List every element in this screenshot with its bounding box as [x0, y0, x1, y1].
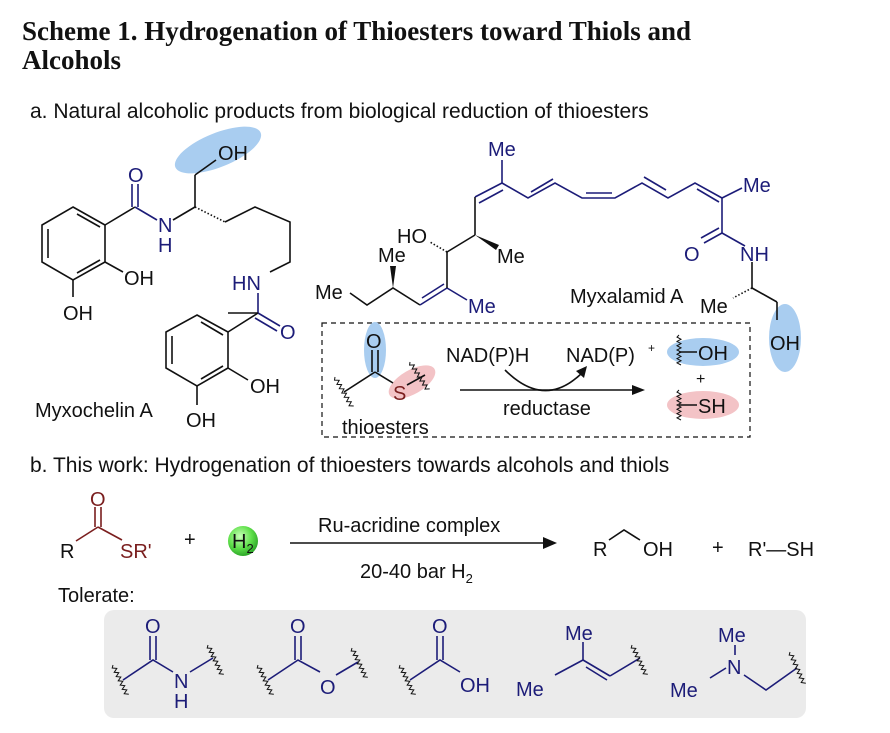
atom-o: O	[128, 165, 144, 187]
atom-n: N	[158, 215, 172, 237]
atom-oh: OH	[250, 376, 280, 398]
tertiary-amine-group: Me N Me	[670, 625, 798, 702]
cofactor-charge: +	[648, 341, 655, 355]
product-r: R	[593, 539, 607, 561]
reactant-sr: SR'	[120, 541, 152, 563]
atom-n: N	[727, 657, 741, 679]
atom-oh: OH	[460, 675, 490, 697]
atom-oh: OH	[218, 143, 248, 165]
product-thiol: R'—SH	[748, 539, 814, 561]
cofactor-nadp: NAD(P)	[566, 345, 635, 367]
curved-arrow	[504, 369, 584, 392]
atom-o: O	[145, 616, 161, 638]
myxalamid-a-structure: Me Me HO Me Me Me Me O NH Me OH	[315, 139, 800, 355]
biological-reduction-box: O S thioesters NAD(P)H NAD(P) + reductas…	[321, 322, 751, 439]
myxochelin-a-label: Myxochelin A	[35, 400, 153, 422]
tolerated-groups: O N H O O O OH Me Me Me N Me	[122, 616, 798, 713]
highlight-oh-myxalamid	[769, 304, 801, 372]
section-b-label: b. This work: Hydrogenation of thioester…	[30, 454, 669, 477]
wavy-bond	[111, 664, 129, 695]
tolerate-label: Tolerate:	[58, 585, 135, 607]
atom-n: N	[174, 671, 188, 693]
atom-me: Me	[488, 139, 516, 161]
product-oh: OH	[698, 343, 728, 365]
enzyme-label: reductase	[503, 398, 591, 420]
atom-nh: NH	[740, 244, 769, 266]
tolerated-groups-box	[104, 610, 806, 718]
atom-h: H	[174, 691, 188, 713]
wavy-bond	[675, 334, 683, 366]
wavy-bond	[630, 644, 648, 675]
atom-me: Me	[516, 679, 544, 701]
atom-o: O	[90, 489, 106, 511]
atom-oh: OH	[770, 333, 800, 355]
atom-hn: HN	[232, 273, 261, 295]
myxochelin-a-structure: OH O N H OH OH HN O OH OH	[41, 143, 296, 432]
wavy-bond	[256, 664, 274, 695]
atom-me: Me	[565, 623, 593, 645]
amide-group: O N H	[122, 616, 214, 713]
hydrogenation-reaction: O R SR' + H2 Ru-acridine complex 20-40 b…	[60, 489, 814, 586]
wavy-bond	[788, 651, 806, 684]
plus-sign: +	[696, 371, 705, 388]
catalyst-label: Ru-acridine complex	[318, 515, 500, 537]
wavy-bond	[675, 389, 683, 421]
product-sh: SH	[698, 396, 726, 418]
atom-o: O	[684, 244, 700, 266]
scheme-title-line1: Scheme 1. Hydrogenation of Thioesters to…	[22, 16, 692, 46]
scheme-title-line2: Alcohols	[22, 45, 122, 75]
atom-oh: OH	[186, 410, 216, 432]
wavy-bond	[350, 647, 368, 678]
trisubstituted-alkene-group: Me Me	[516, 623, 641, 701]
carboxylic-acid-group: O OH	[409, 616, 490, 697]
atom-o: O	[290, 616, 306, 638]
atom-me: Me	[315, 282, 343, 304]
atom-o: O	[432, 616, 448, 638]
wavy-bond	[409, 361, 430, 390]
atom-me: Me	[718, 625, 746, 647]
thioesters-label: thioesters	[342, 417, 429, 439]
plus-sign: +	[712, 537, 724, 559]
atom-o: O	[320, 677, 336, 699]
section-a-label: a. Natural alcoholic products from biolo…	[30, 100, 649, 123]
atom-me: Me	[670, 680, 698, 702]
atom-me: Me	[700, 296, 728, 318]
atom-oh: OH	[63, 303, 93, 325]
atom-oh: OH	[124, 268, 154, 290]
conditions-label: 20-40 bar H2	[360, 561, 473, 586]
atom-ho: HO	[397, 226, 427, 248]
atom-o: O	[366, 331, 382, 353]
atom-s: S	[393, 383, 406, 405]
wavy-bond	[206, 644, 224, 675]
atom-me: Me	[468, 296, 496, 318]
atom-h: H	[158, 235, 172, 257]
plus-sign: +	[184, 529, 196, 551]
atom-me: Me	[743, 175, 771, 197]
h2-highlight-circle	[228, 526, 258, 556]
atom-o: O	[280, 322, 296, 344]
atom-me: Me	[378, 245, 406, 267]
ester-group: O O	[267, 616, 359, 699]
reactant-r: R	[60, 541, 74, 563]
wavy-bond	[398, 664, 416, 695]
highlight-oh-myxochelin	[174, 126, 262, 174]
h2-label: H2	[232, 531, 254, 556]
atom-me: Me	[497, 246, 525, 268]
cofactor-nadph: NAD(P)H	[446, 345, 529, 367]
myxalamid-a-label: Myxalamid A	[570, 286, 684, 308]
attachment-wavy-bonds	[111, 334, 806, 695]
wavy-bond	[333, 376, 354, 407]
product-oh: OH	[643, 539, 673, 561]
